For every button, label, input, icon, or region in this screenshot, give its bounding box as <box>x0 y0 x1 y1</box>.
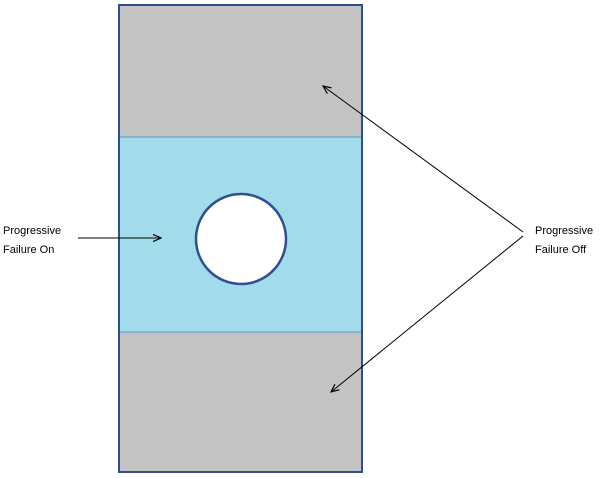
arrow-failure-off-top <box>323 86 524 233</box>
failure-off-region-top <box>119 5 362 137</box>
label-on-line-1: Progressive <box>3 225 62 237</box>
failure-off-region-bottom <box>119 332 362 472</box>
arrow-failure-off-bottom <box>331 235 524 392</box>
label-off-line-1: Progressive <box>535 225 594 237</box>
label-progressive-failure-on: Progressive Failure On <box>3 222 61 260</box>
label-off-line-2: Failure Off <box>535 244 587 256</box>
label-progressive-failure-off: Progressive Failure Off <box>535 222 593 260</box>
label-on-line-2: Failure On <box>3 244 55 256</box>
center-hole <box>194 192 288 286</box>
